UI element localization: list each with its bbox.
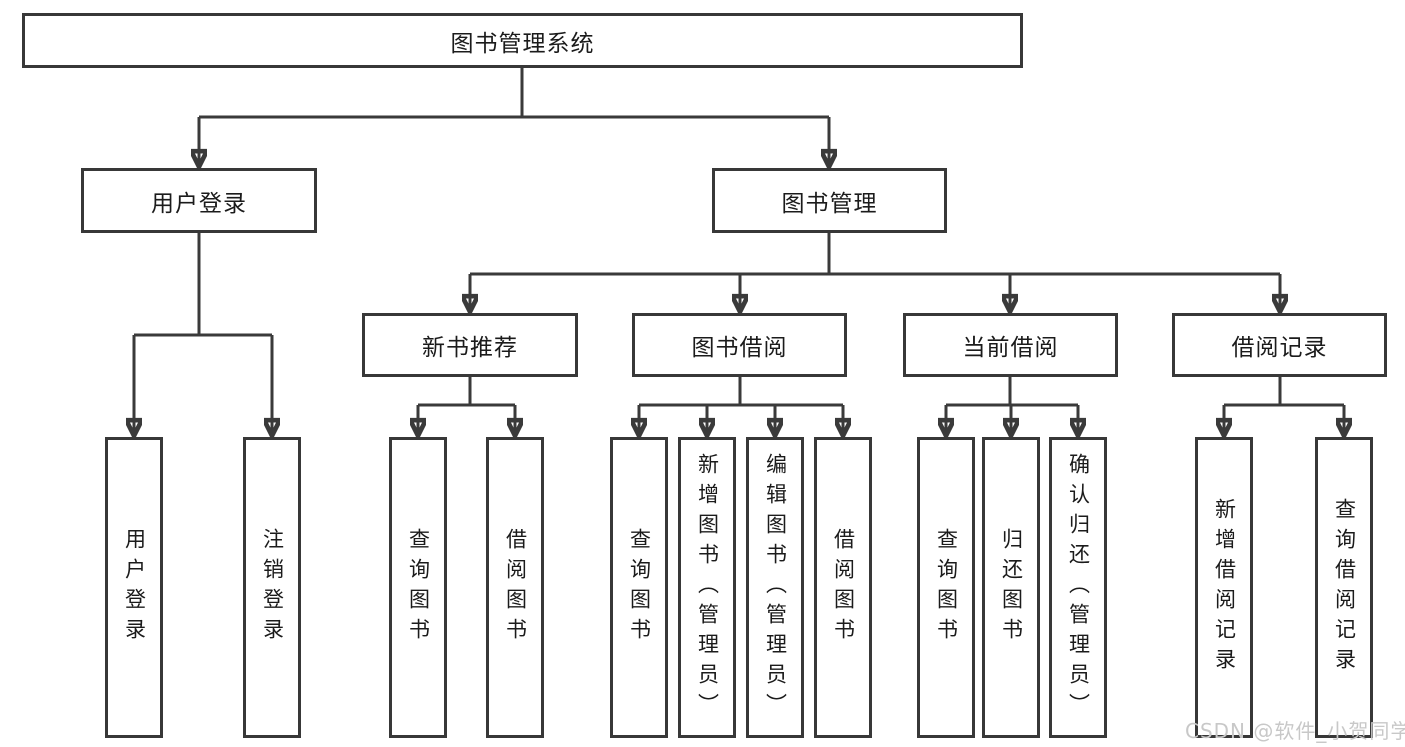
- node-label: 查询图书: [934, 527, 959, 648]
- connector-group-book-mgmt: [470, 233, 1280, 311]
- node-label: 查询图书: [627, 527, 652, 648]
- node-label: 当前借阅: [962, 335, 1059, 361]
- leaf-add-book-admin: 新增图书（管理员）: [678, 437, 736, 738]
- connector-group-root: [199, 68, 829, 166]
- leaf-query-book: 查询图书: [917, 437, 975, 738]
- connector-group-new-book: [418, 377, 515, 435]
- node-label: 新增图书（管理员）: [695, 452, 720, 723]
- node-label: 确认归还（管理员）: [1066, 452, 1091, 723]
- leaf-return-book: 归还图书: [982, 437, 1040, 738]
- leaf-borrow-book: 借阅图书: [814, 437, 872, 738]
- node-label: 新书推荐: [422, 335, 518, 361]
- node-label: 借阅图书: [831, 527, 856, 648]
- node-label: 图书管理系统: [450, 30, 595, 57]
- leaf-confirm-return-admin: 确认归还（管理员）: [1049, 437, 1107, 738]
- node-label: 查询图书: [406, 527, 431, 648]
- leaf-logout: 注销登录: [243, 437, 301, 738]
- leaf-borrow-book: 借阅图书: [486, 437, 544, 738]
- node-label: 注销登录: [260, 527, 285, 648]
- leaf-add-borrow-record: 新增借阅记录: [1195, 437, 1253, 738]
- node-current-borrowing: 当前借阅: [903, 313, 1118, 377]
- node-new-book-recommend: 新书推荐: [362, 313, 578, 377]
- leaf-user-login: 用户登录: [105, 437, 163, 738]
- node-book-management: 图书管理: [712, 168, 947, 233]
- node-book-borrowing: 图书借阅: [632, 313, 847, 377]
- node-label: 查询借阅记录: [1332, 497, 1357, 678]
- connector-group-user-login: [134, 233, 272, 435]
- node-user-login: 用户登录: [81, 168, 317, 233]
- node-label: 图书借阅: [691, 335, 788, 361]
- connector-group-book-borrow: [639, 377, 843, 435]
- leaf-query-book: 查询图书: [610, 437, 668, 738]
- node-label: 借阅记录: [1231, 335, 1328, 361]
- leaf-query-book: 查询图书: [389, 437, 447, 738]
- connector-group-cur-borrow: [946, 377, 1078, 435]
- leaf-edit-book-admin: 编辑图书（管理员）: [746, 437, 804, 738]
- node-label: 图书管理: [781, 190, 878, 217]
- csdn-watermark: CSDN @软件_小贺同学: [1185, 719, 1405, 743]
- node-library-system: 图书管理系统: [22, 13, 1023, 68]
- node-label: 用户登录: [151, 190, 247, 217]
- leaf-query-borrow-record: 查询借阅记录: [1315, 437, 1373, 738]
- node-label: 新增借阅记录: [1212, 497, 1237, 678]
- node-borrow-records: 借阅记录: [1172, 313, 1387, 377]
- node-label: 借阅图书: [503, 527, 528, 648]
- node-label: 编辑图书（管理员）: [763, 452, 788, 723]
- connector-group-borrow-rec: [1224, 377, 1344, 435]
- node-label: 用户登录: [122, 527, 147, 648]
- node-label: 归还图书: [999, 527, 1024, 648]
